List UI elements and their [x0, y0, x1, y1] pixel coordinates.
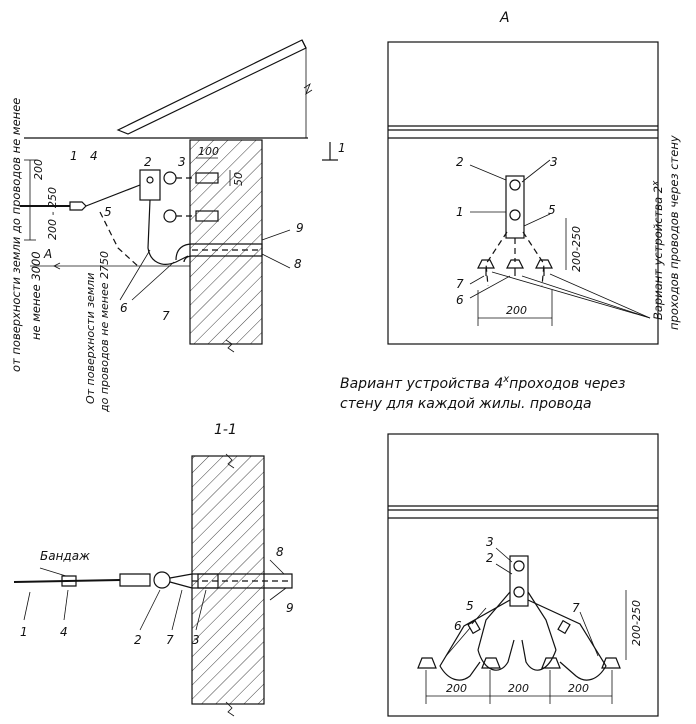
view-b-n7: 7: [572, 601, 580, 615]
view-b-bracket: [509, 555, 529, 607]
view-b-dim-200-3: 200: [568, 682, 589, 695]
section-n3: 3: [192, 633, 200, 647]
section-wall: [191, 455, 265, 705]
section-n1: 1: [20, 625, 28, 639]
left-vertical-note-1: от поверхности земли до проводов не мене…: [9, 98, 23, 372]
mid-vertical-note-1: От поверхности земли: [84, 273, 97, 404]
section-n7: 7: [166, 633, 174, 647]
section-wire: [13, 579, 121, 583]
view-a-n7: 7: [456, 277, 464, 291]
view-b-dim-200-250: 200-250: [630, 600, 643, 646]
view-b: 3 2 5 6 7 200 200 200 200-250: [387, 433, 659, 717]
dim-200-left: 200: [32, 159, 45, 180]
wall-section: [189, 139, 263, 345]
section-n2: 2: [134, 633, 142, 647]
view-b-dim-200-1: 200: [446, 682, 467, 695]
label-n4: 4: [90, 149, 98, 163]
label-n8: 8: [294, 257, 302, 271]
bandage-label: Бандаж: [40, 549, 90, 563]
arrow-a-label: А: [43, 247, 52, 261]
wall-pipe: [175, 243, 263, 263]
view-b-n3: 3: [486, 535, 494, 549]
view-a-frame: [387, 41, 659, 345]
dim-200-250-left: 200 - 250: [46, 187, 59, 240]
roof-outline: [116, 39, 307, 135]
view-a-dim-200-250: 200-250: [570, 226, 583, 272]
section-n9: 9: [286, 601, 294, 615]
bracket-upper: [195, 172, 219, 184]
variant-2-line1: Вариант устройства 2х: [651, 180, 665, 320]
view-b-n2: 2: [486, 551, 494, 565]
view-b-n6: 6: [454, 619, 462, 633]
label-n3: 3: [178, 155, 186, 169]
label-n6: 6: [120, 301, 128, 315]
section-title: 1-1: [214, 422, 237, 438]
view-a-bracket: [505, 175, 525, 239]
label-n9: 9: [296, 221, 304, 235]
view-a-n1: 1: [456, 205, 464, 219]
dim-100: 100: [198, 145, 219, 158]
variant-4-line2: стену для каждой жилы. провода: [340, 396, 592, 412]
dim-50: 50: [232, 172, 245, 186]
left-vertical-note-2: не менее 3000: [29, 251, 43, 340]
view-a-dim-200: 200: [506, 304, 527, 317]
mid-vertical-note-2: до проводов не менее 2750: [98, 251, 111, 413]
variant-4-line1: Вариант устройства 4хпроходов через: [340, 374, 625, 392]
view-a-n2: 2: [456, 155, 464, 169]
variant-4-caption: Вариант устройства 4хпроходов через стен…: [340, 374, 625, 412]
section-mark: 1: [338, 141, 346, 155]
label-n5: 5: [104, 205, 112, 219]
label-n1: 1: [70, 149, 78, 163]
view-b-dim-200-2: 200: [508, 682, 529, 695]
view-a-n6: 6: [456, 293, 464, 307]
view-a: А 2 3 1 5: [387, 10, 681, 345]
view-a-n3: 3: [550, 155, 558, 169]
label-n2: 2: [144, 155, 152, 169]
view-a-title: А: [499, 10, 510, 26]
view-a-n5: 5: [548, 203, 556, 217]
elevation-view: 1 4 2 3 5 6 7 8 9 А 1 200 200 - 250 100 …: [9, 39, 346, 413]
view-b-n5: 5: [466, 599, 474, 613]
section-n4: 4: [60, 625, 68, 639]
section-1-1: 1-1 Бандаж 1 4 2 7 3 8 9: [13, 422, 294, 717]
section-n8: 8: [276, 545, 284, 559]
variant-2-line2: проходов проводов через стену: [667, 135, 681, 330]
insulator-2: [139, 169, 161, 201]
label-n7: 7: [162, 309, 170, 323]
view-b-frame: [387, 433, 659, 717]
